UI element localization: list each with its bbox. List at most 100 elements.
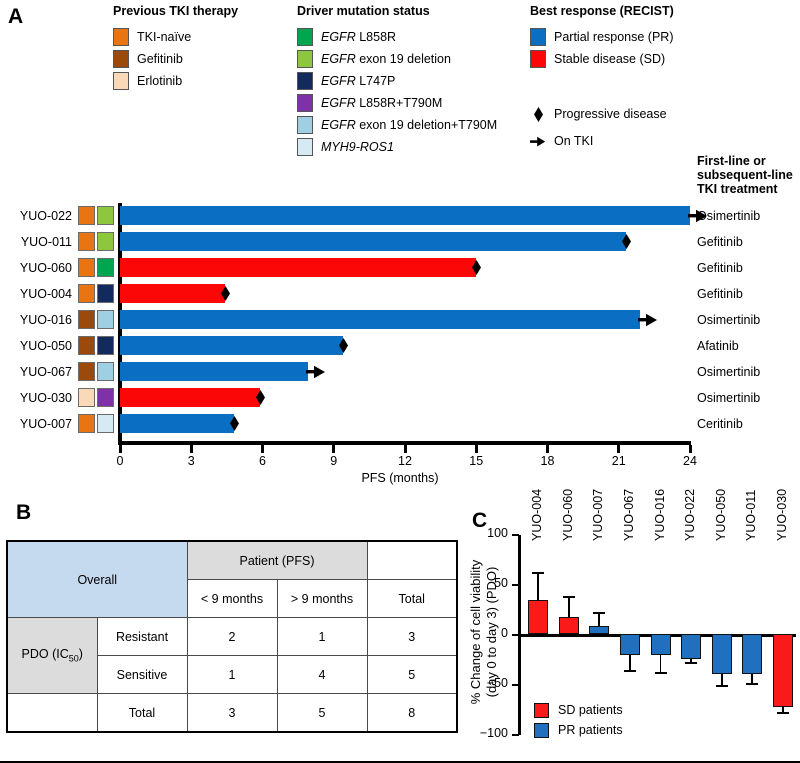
driver-mutation-swatch-icon [97,310,114,329]
c-legend-item-pr: PR patients [534,720,623,740]
variant-name: L747P [355,74,396,88]
legend-item-egfr-l858r-t790m: EGFR L858R+T790M [297,92,497,114]
x-axis-tick-label: 21 [611,454,626,468]
legend-item-egfr-l747p-label: EGFR L747P [321,74,395,88]
c-category-label: YUO-016 [652,488,667,541]
legend-item-on-tki: On TKI [530,130,667,152]
legend-item-progressive-disease: Progressive disease [530,103,667,125]
x-axis-tick-label: 0 [116,454,124,468]
driver-mutation-swatch-icon [97,258,114,277]
previous-tki-swatch-icon [78,232,95,251]
error-bar-cap [685,662,698,664]
c-y-axis-tick-label: 100 [487,526,508,540]
panel-b-letter: B [16,501,32,524]
viability-bar [681,634,702,659]
pfs-bar [120,414,234,433]
swatch-egfr-exon19del-t790m-icon [297,116,313,134]
pdo-label-prefix: PDO (IC [21,647,69,662]
c-y-axis-tick-label: 0 [501,626,508,640]
patient-id-label: YUO-004 [19,287,72,301]
pdo-label-sub: 50 [68,653,79,664]
c-y-axis-tick-label: −100 [479,726,508,740]
variant-name: L858R [355,30,397,44]
x-axis-tick [189,445,193,453]
driver-mutation-swatch-icon [97,206,114,225]
viability-bar [589,626,610,634]
previous-tki-swatch-icon [78,258,95,277]
pfs-bar [120,232,626,251]
x-axis-tick-label: 6 [259,454,266,468]
x-axis-tick-label: 18 [540,454,555,468]
error-bar-cap [654,672,667,674]
x-axis-tick [261,445,264,453]
panel-a: A Previous TKI therapy TKI-naïve Gefitin… [8,4,793,485]
gene-name: EGFR [321,30,356,44]
on-tki-arrow-icon [638,313,658,332]
pfs-bar [120,362,308,381]
swatch-egfr-l747p-icon [297,72,313,90]
legend-item-tki-naive: TKI-naïve [113,26,238,48]
table-row-total: Total 3 5 8 [6,693,458,733]
pfs-bar [120,310,641,329]
error-bar-stem [537,572,540,600]
progressive-disease-diamond-icon [337,338,350,358]
error-bar-cap [776,712,789,714]
driver-mutation-swatch-icon [97,284,114,303]
panel-a-letter: A [8,5,24,28]
c-y-axis-tick [512,534,519,536]
error-bar-stem [781,707,784,712]
c-category-label: YUO-060 [560,488,575,541]
table-row-resistant: PDO (IC50) Resistant 2 1 3 [6,617,458,694]
error-bar-stem [598,612,601,626]
progressive-disease-diamond-icon [254,390,267,410]
x-axis-spine [118,441,691,445]
driver-mutation-swatch-icon [97,232,114,251]
tki-treatment-label: Osimertinib [697,391,761,405]
row-label-resistant: Resistant [96,617,188,656]
error-bar-cap [715,685,728,687]
legend-best-response-title: Best response (RECIST) [530,4,674,18]
table-row-sensitive: Sensitive 1 4 5 [7,655,458,694]
on-tki-arrow-icon [305,365,326,384]
error-bar-cap [532,572,545,574]
legend-item-myh9-ros1-label: MYH9-ROS1 [321,140,394,154]
error-bar-cap [562,596,575,598]
tki-treatment-label: Gefitinib [697,287,743,301]
on-tki-arrow-icon [688,209,708,228]
pfs-bar [120,388,261,407]
row-label-total: Total [96,693,188,733]
cell-sensitive-total: 5 [366,655,458,694]
c-y-axis-tick-label: −50 [486,676,508,690]
x-axis-tick-label: 15 [469,454,484,468]
c-category-label: YUO-067 [621,488,636,541]
viability-bar [711,634,732,674]
patient-id-label: YUO-060 [19,261,72,275]
error-bar-stem [567,596,570,617]
c-category-label: YUO-011 [744,489,759,541]
c-category-label: YUO-007 [591,488,606,541]
legend-previous-tki: Previous TKI therapy TKI-naïve Gefitinib… [113,4,238,92]
x-axis-tick-label: 9 [330,454,338,468]
previous-tki-swatch-icon [78,284,95,303]
panel-c: C % Change of cell viability (day 0 to d… [462,489,800,763]
panel-b: Overall Patient (PFS) < 9 months > 9 mon… [6,540,461,733]
legend-driver-mutation: Driver mutation status EGFR L858R EGFR e… [297,4,497,158]
tki-treatment-label: Afatinib [697,339,739,353]
c-y-axis-tick [512,584,519,586]
viability-bar [742,634,763,674]
error-bar-cap [746,683,759,685]
previous-tki-swatch-icon [78,414,95,433]
x-axis-tick [403,445,407,453]
pfs-bar [120,206,690,225]
cell-sensitive-lt9: 1 [186,655,278,694]
gene-name: EGFR [321,74,356,88]
table-row-header-1: Overall Patient (PFS) [6,540,458,618]
c-y-axis-tick [512,684,519,686]
legend-item-myh9-ros1: MYH9-ROS1 [297,136,497,158]
swatch-tki-naive-icon [113,28,129,46]
pfs-bar [120,336,344,355]
patient-id-label: YUO-016 [19,313,72,327]
legend-item-egfr-exon19del-label: EGFR exon 19 deletion [321,52,451,66]
